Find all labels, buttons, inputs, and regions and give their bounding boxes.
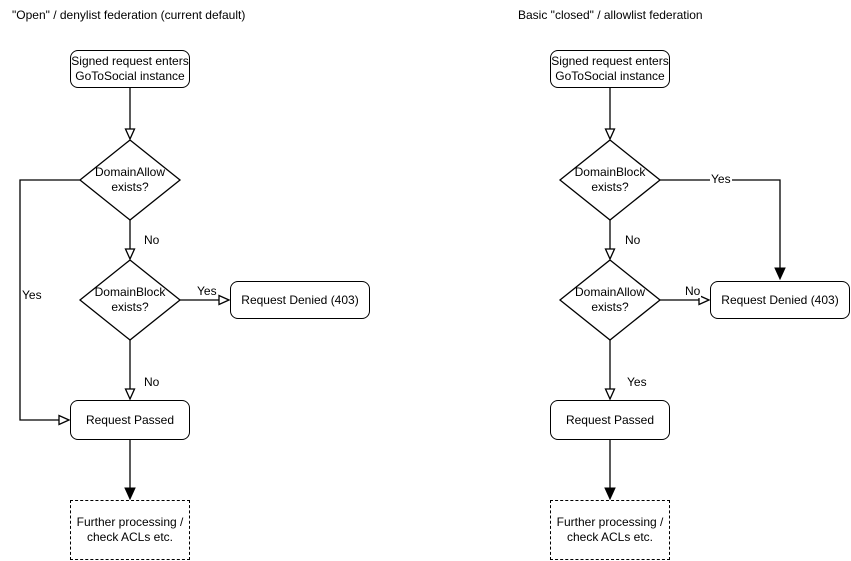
left-further-processing-node: Further processing / check ACLs etc. bbox=[70, 500, 190, 560]
left-decision-allow-diamond bbox=[80, 140, 180, 220]
left-allow-yes-label: Yes bbox=[21, 288, 43, 302]
right-block-no-label: No bbox=[624, 233, 642, 247]
edge-right-start-arrowhead bbox=[606, 129, 615, 139]
left-block-no-label: No bbox=[143, 375, 161, 389]
right-start-node: Signed request enters GoToSocial instanc… bbox=[550, 50, 670, 88]
edge-right-block-no-arrowhead bbox=[606, 249, 615, 259]
edge-left-passed-further-arrowhead bbox=[125, 488, 135, 499]
right-allow-yes-label: Yes bbox=[626, 375, 648, 389]
edge-left-allow-no-arrowhead bbox=[126, 249, 135, 259]
right-request-passed-node: Request Passed bbox=[550, 400, 670, 440]
left-request-denied-node: Request Denied (403) bbox=[230, 281, 370, 319]
right-request-denied-node: Request Denied (403) bbox=[710, 281, 850, 319]
edge-left-allow-yes-arrowhead bbox=[59, 416, 69, 425]
left-start-node: Signed request enters GoToSocial instanc… bbox=[70, 50, 190, 88]
edge-left-start-arrowhead bbox=[126, 129, 135, 139]
left-chart-title: "Open" / denylist federation (current de… bbox=[12, 8, 246, 22]
right-decision-block-diamond bbox=[560, 140, 660, 220]
edge-left-block-no-arrowhead bbox=[126, 389, 135, 399]
left-block-yes-label: Yes bbox=[196, 284, 218, 298]
right-decision-allow-diamond bbox=[560, 260, 660, 340]
left-allow-no-label: No bbox=[143, 233, 161, 247]
edge-left-block-yes-arrowhead bbox=[219, 296, 229, 305]
edge-right-allow-no-arrowhead bbox=[699, 296, 709, 305]
right-allow-no-label: No bbox=[684, 284, 702, 298]
edge-left-allow-yes-line bbox=[20, 180, 80, 420]
right-chart-title: Basic "closed" / allowlist federation bbox=[518, 8, 703, 22]
edge-right-block-yes-line bbox=[660, 180, 780, 268]
edge-right-allow-yes-arrowhead bbox=[606, 389, 615, 399]
left-request-passed-node: Request Passed bbox=[70, 400, 190, 440]
edge-right-block-yes-arrowhead bbox=[775, 268, 785, 279]
right-block-yes-label: Yes bbox=[710, 172, 732, 186]
right-further-processing-node: Further processing / check ACLs etc. bbox=[550, 500, 670, 560]
edge-right-passed-further-arrowhead bbox=[605, 488, 615, 499]
left-decision-block-diamond bbox=[80, 260, 180, 340]
